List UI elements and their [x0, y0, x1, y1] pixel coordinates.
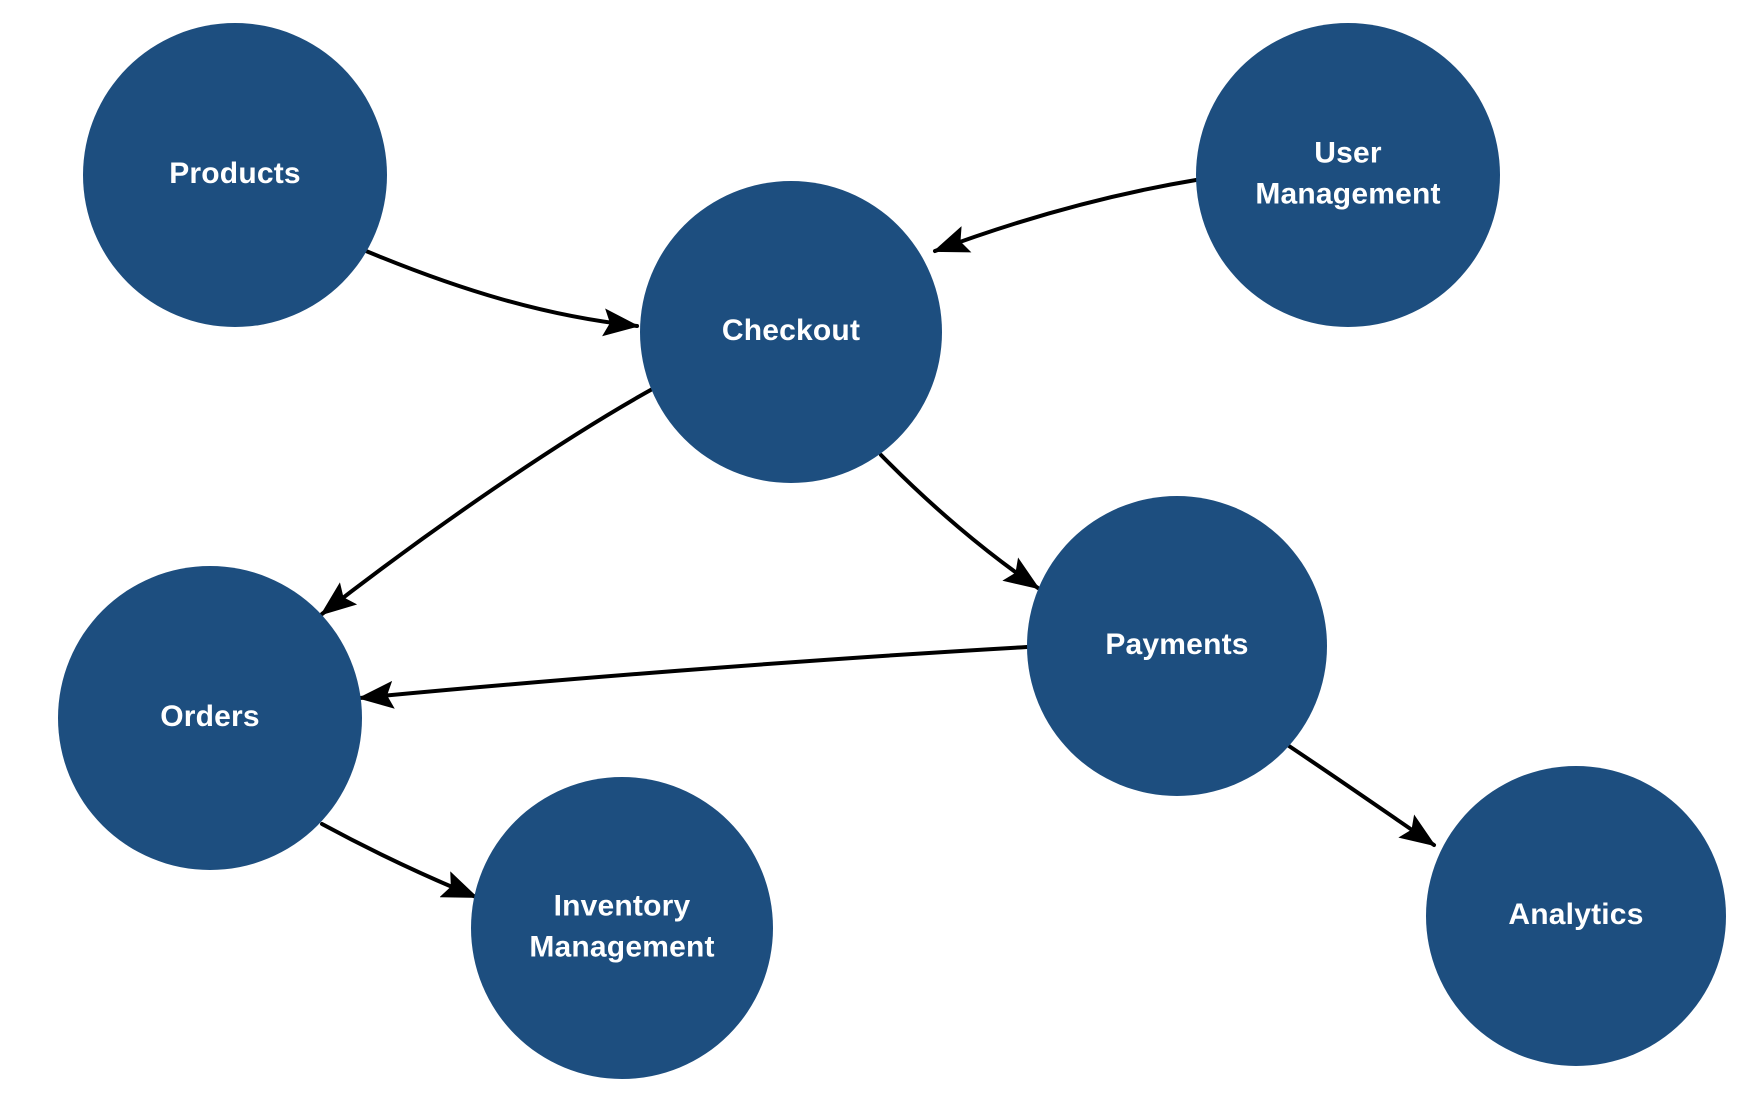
node-payments[interactable]: Payments: [1027, 496, 1327, 796]
edge-checkout-to-orders: [320, 385, 658, 616]
node-label-line: User: [1314, 136, 1382, 169]
node-shape-checkout[interactable]: [640, 181, 942, 483]
node-orders[interactable]: Orders: [58, 566, 362, 870]
node-analytics[interactable]: Analytics: [1426, 766, 1726, 1066]
edge-products-to-checkout: [364, 249, 640, 337]
node-shape-products[interactable]: [83, 23, 387, 327]
node-products[interactable]: Products: [83, 23, 387, 327]
node-label-orders: Orders: [160, 700, 260, 733]
node-shape-inventory-management[interactable]: [471, 777, 773, 1079]
node-shape-user-management[interactable]: [1196, 23, 1500, 327]
node-shape-analytics[interactable]: [1426, 766, 1726, 1066]
node-label-products: Products: [169, 157, 301, 190]
edge-payments-to-orders: [357, 645, 1029, 709]
node-label-line: Management: [1255, 177, 1440, 210]
edges-layer: [320, 178, 1436, 899]
node-label-analytics: Analytics: [1508, 898, 1643, 931]
node-label-line: Management: [529, 930, 714, 963]
node-label-line: Inventory: [554, 889, 691, 922]
node-label-checkout: Checkout: [722, 314, 860, 347]
node-checkout[interactable]: Checkout: [640, 181, 942, 483]
edge-payments-to-analytics: [1284, 742, 1436, 847]
node-label-payments: Payments: [1105, 628, 1248, 661]
node-label-line: Checkout: [722, 314, 860, 347]
node-shape-payments[interactable]: [1027, 496, 1327, 796]
edge-user-management-to-checkout: [932, 178, 1198, 253]
node-label-line: Orders: [160, 700, 260, 733]
node-label-line: Products: [169, 157, 301, 190]
node-shape-orders[interactable]: [58, 566, 362, 870]
node-label-line: Analytics: [1508, 898, 1643, 931]
edge-orders-to-inventory-management: [320, 822, 479, 899]
edge-checkout-to-payments: [879, 453, 1040, 590]
node-label-line: Payments: [1105, 628, 1248, 661]
